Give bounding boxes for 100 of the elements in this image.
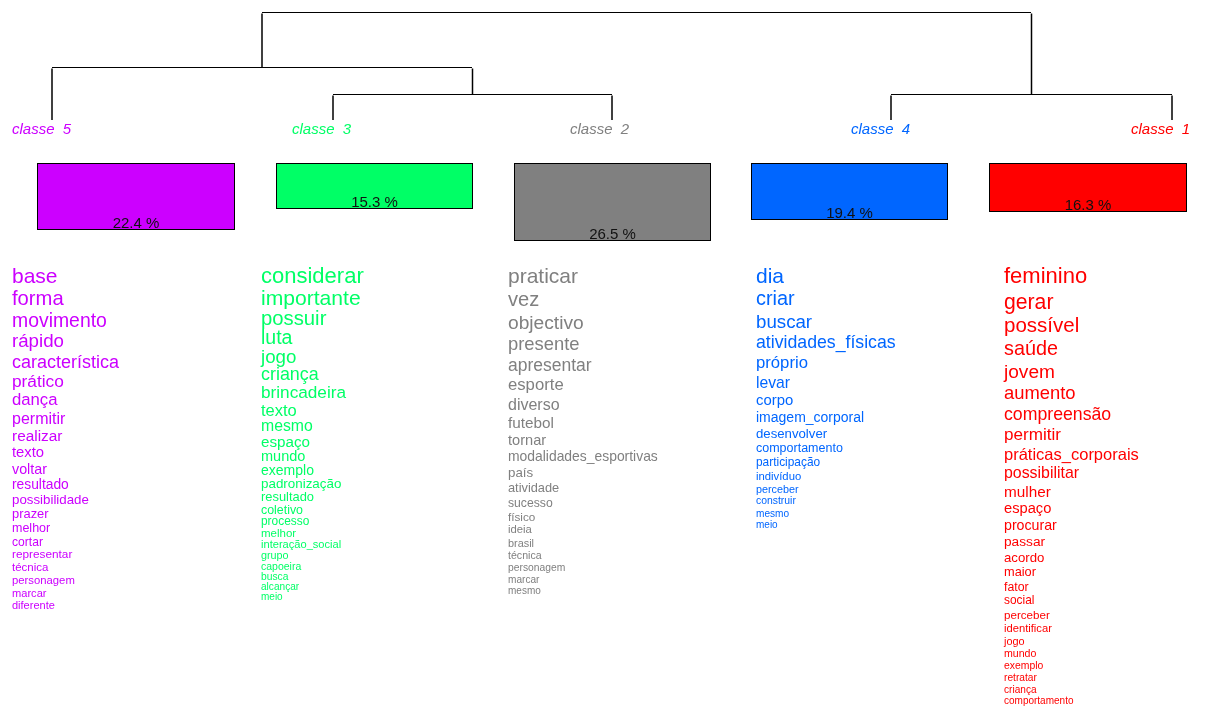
word-label: técnica xyxy=(508,550,542,561)
word-label: espaço xyxy=(1004,501,1052,516)
word-label: realizar xyxy=(12,428,63,444)
dendrogram-line xyxy=(890,94,892,121)
word-label: mundo xyxy=(1004,648,1037,659)
word-label: alcançar xyxy=(261,581,300,593)
word-label: fator xyxy=(1004,581,1029,594)
word-label: retratar xyxy=(1004,672,1037,684)
percentage-bar xyxy=(276,163,473,209)
word-label: atividades_físicas xyxy=(756,334,896,353)
word-label: aumento xyxy=(1004,384,1076,403)
word-label: desenvolver xyxy=(756,426,828,440)
dendrogram-line xyxy=(1171,94,1173,121)
word-label: brasil xyxy=(508,537,535,549)
word-label: vez xyxy=(508,289,540,310)
word-label: modalidades_esportivas xyxy=(508,449,658,464)
word-label: gerar xyxy=(1004,290,1054,312)
class-label: classe 5 xyxy=(12,121,72,136)
word-label: marcar xyxy=(12,587,47,599)
word-label: melhor xyxy=(12,522,51,535)
word-label: representar xyxy=(12,549,73,562)
word-label: participação xyxy=(756,456,821,469)
dendrogram-line xyxy=(611,94,613,121)
word-label: atividade xyxy=(508,481,560,495)
word-label: forma xyxy=(12,288,64,309)
word-label: meio xyxy=(261,592,283,602)
word-label: diverso xyxy=(508,396,560,413)
word-label: interação_social xyxy=(261,539,342,551)
percentage-bar xyxy=(37,163,235,230)
percentage-bar xyxy=(989,163,1187,212)
word-label: voltar xyxy=(12,461,47,477)
word-label: mesmo xyxy=(508,586,541,597)
word-label: passar xyxy=(1004,534,1046,549)
word-label: rápido xyxy=(12,332,64,351)
word-label: melhor xyxy=(261,527,297,540)
word-label: diferente xyxy=(12,599,55,611)
dendrogram-line xyxy=(1030,12,1033,95)
word-label: base xyxy=(12,265,58,286)
word-label: permitir xyxy=(12,410,66,427)
word-label: levar xyxy=(756,374,790,391)
word-label: criança xyxy=(1004,684,1037,695)
word-label: espaço xyxy=(261,433,310,449)
word-label: jogo xyxy=(261,347,297,367)
word-label: personagem xyxy=(12,575,75,587)
word-label: exemplo xyxy=(261,463,314,478)
percentage-value: 16.3 % xyxy=(1063,197,1113,212)
word-label: marcar xyxy=(508,574,540,585)
percentage-bar xyxy=(751,163,948,220)
word-label: personagem xyxy=(508,562,566,573)
word-label: compreensão xyxy=(1004,405,1112,424)
dendrogram-line xyxy=(51,67,53,121)
word-label: mulher xyxy=(1004,483,1051,499)
percentage-value: 19.4 % xyxy=(825,205,874,220)
word-label: brincadeira xyxy=(261,384,347,402)
word-label: próprio xyxy=(756,355,808,372)
word-label: luta xyxy=(261,328,293,348)
word-label: coletivo xyxy=(261,503,303,517)
word-label: busca xyxy=(261,571,289,582)
word-label: prazer xyxy=(12,507,49,521)
word-label: ideia xyxy=(508,524,532,536)
class-label: classe 3 xyxy=(292,121,352,136)
word-label: físico xyxy=(508,510,536,523)
word-label: texto xyxy=(261,401,297,419)
percentage-value: 26.5 % xyxy=(588,226,637,241)
word-label: perceber xyxy=(1004,609,1050,621)
word-label: criar xyxy=(756,289,795,310)
percentage-bar xyxy=(514,163,711,241)
word-label: mesmo xyxy=(261,418,313,434)
word-label: corpo xyxy=(756,392,794,408)
word-label: possibilitar xyxy=(1004,465,1080,481)
word-label: possibilidade xyxy=(12,493,89,507)
word-label: grupo xyxy=(261,550,289,562)
word-label: social xyxy=(1004,595,1035,608)
class-label: classe 4 xyxy=(851,121,911,136)
word-label: saúde xyxy=(1004,339,1058,359)
word-label: presente xyxy=(508,335,580,354)
word-label: meio xyxy=(756,520,778,531)
word-label: construir xyxy=(756,496,796,507)
word-label: importante xyxy=(261,286,361,309)
word-label: identificar xyxy=(1004,622,1052,634)
word-label: característica xyxy=(12,353,120,371)
word-label: processo xyxy=(261,516,310,528)
word-label: possuir xyxy=(261,308,327,329)
word-label: tornar xyxy=(508,432,547,448)
word-label: resultado xyxy=(12,477,69,492)
dendrogram-line xyxy=(471,67,474,95)
word-label: imagem_corporal xyxy=(756,410,865,425)
dendrogram-line xyxy=(332,94,334,121)
word-label: dança xyxy=(12,392,58,409)
word-label: padronização xyxy=(261,477,342,491)
word-label: comportamento xyxy=(756,442,843,455)
word-label: procurar xyxy=(1004,518,1057,533)
dendrogram-line xyxy=(261,12,263,68)
word-label: possível xyxy=(1004,315,1080,336)
percentage-value: 15.3 % xyxy=(350,194,399,209)
word-label: acordo xyxy=(1004,550,1045,565)
word-label: permitir xyxy=(1004,426,1061,444)
word-label: comportamento xyxy=(1004,696,1074,706)
word-label: futebol xyxy=(508,415,554,431)
word-label: considerar xyxy=(261,265,364,287)
